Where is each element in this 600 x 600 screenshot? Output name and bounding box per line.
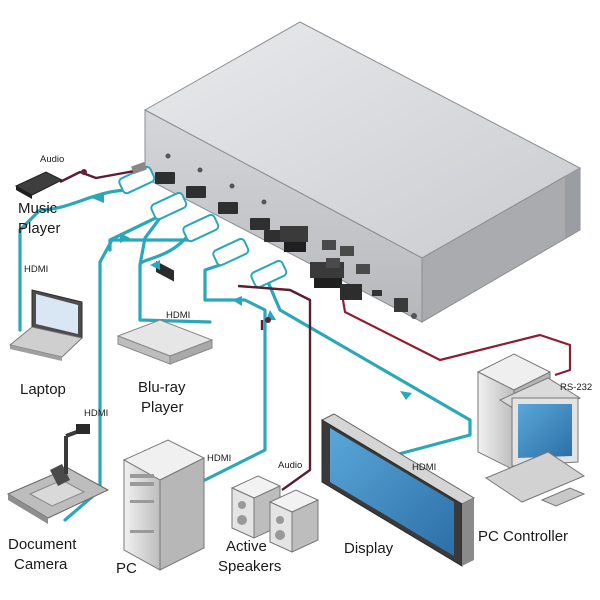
cable-laptop	[18, 188, 132, 332]
label-audio-speakers: Audio	[278, 460, 302, 471]
bluray-device	[116, 319, 214, 365]
cable-display	[266, 280, 472, 457]
rear-screws	[165, 153, 267, 205]
label-hdmi-laptop: HDMI	[24, 264, 48, 275]
label-bluray-line2: Player	[141, 399, 184, 416]
label-pc-controller: PC Controller	[478, 528, 568, 545]
label-laptop: Laptop	[20, 381, 66, 398]
hdmi-cables	[18, 188, 472, 522]
rear-jacks	[322, 240, 417, 319]
hdmi-port-3	[218, 202, 238, 214]
laptop-device	[8, 289, 84, 361]
speakers-device	[230, 475, 320, 553]
label-document-camera-line2: Camera	[14, 556, 68, 573]
label-pc: PC	[116, 560, 137, 577]
hdmi-port-2	[186, 186, 206, 198]
hdmi-port-out	[264, 230, 284, 242]
label-hdmi-bluray: HDMI	[166, 310, 190, 321]
label-music-player-line1: Music	[18, 200, 58, 217]
hdmi-connectors	[118, 165, 288, 289]
music-player-device	[14, 171, 64, 199]
display-device	[320, 413, 476, 567]
label-speakers-line2: Speakers	[218, 558, 281, 575]
hdmi-arrows	[92, 193, 412, 400]
label-document-camera-line1: Document	[8, 536, 77, 553]
label-bluray-line1: Blu-ray	[138, 379, 186, 396]
label-display: Display	[344, 540, 394, 557]
hdmi-port-4	[250, 218, 270, 230]
cable-bluray-input	[138, 231, 192, 267]
label-hdmi-display: HDMI	[412, 462, 436, 473]
label-audio-top: Audio	[40, 154, 64, 165]
switcher-unit	[143, 21, 582, 323]
cable-pc	[203, 263, 267, 482]
hdmi-input-ports	[156, 260, 174, 282]
label-music-player-line2: Player	[18, 220, 61, 237]
label-hdmi-pc: HDMI	[207, 453, 231, 464]
audio-cables	[59, 161, 312, 491]
label-speakers-line1: Active	[226, 538, 267, 555]
rs232-cable	[341, 299, 572, 377]
pc-controller-device	[476, 353, 586, 507]
document-camera-device	[6, 424, 110, 524]
label-hdmi-camera: HDMI	[84, 408, 108, 419]
pc-device	[122, 439, 206, 571]
label-rs232: RS-232	[560, 382, 592, 393]
hdmi-port-1	[155, 172, 175, 184]
cable-camera	[63, 238, 192, 522]
